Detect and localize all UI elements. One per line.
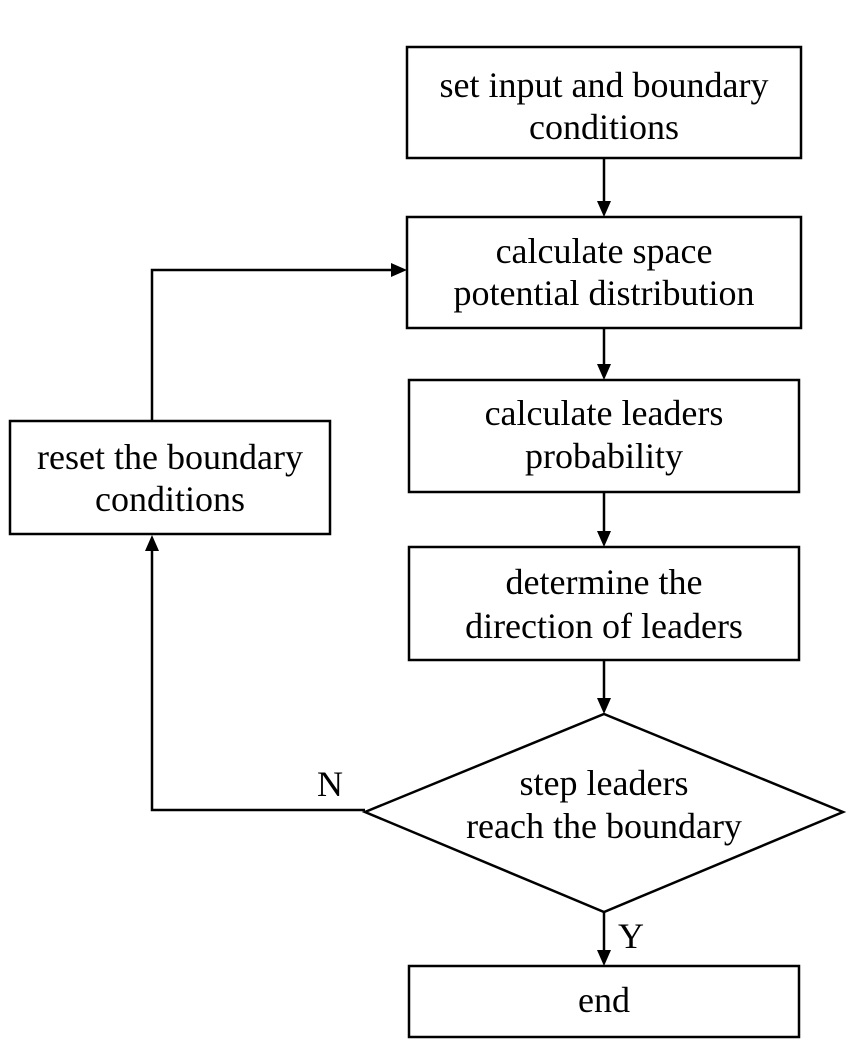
node-end-box — [407, 964, 801, 1039]
node-calc-potential-box — [405, 215, 803, 330]
node-calc-probability-line2: probability — [525, 436, 683, 476]
connector-determine-direction-to-decision — [597, 660, 611, 714]
node-end-label: end — [578, 980, 630, 1020]
node-determine-direction-line2: direction of leaders — [465, 606, 743, 646]
node-determine-direction-line1: determine the — [506, 562, 703, 602]
node-set-input-line2: conditions — [529, 107, 679, 147]
node-decision: step leaders reach the boundary — [361, 712, 847, 914]
connector-decision-no-to-reset-boundary — [145, 535, 365, 812]
connector-reset-boundary-to-calc-potential — [150, 263, 407, 421]
branch-label-no: N — [317, 764, 343, 804]
node-determine-direction-box — [407, 545, 801, 662]
arrowhead — [597, 698, 611, 714]
node-calc-potential: calculate space potential distribution — [405, 215, 803, 330]
connector-decision-yes-to-end — [597, 912, 611, 966]
arrowhead — [391, 263, 407, 277]
node-decision-line1: step leaders — [520, 763, 689, 803]
node-determine-direction: determine the direction of leaders — [407, 545, 801, 662]
node-calc-potential-line1: calculate space — [496, 231, 713, 271]
node-set-input-box — [405, 45, 803, 160]
node-calc-potential-line2: potential distribution — [454, 273, 755, 313]
node-set-input: set input and boundary conditions — [405, 45, 803, 160]
node-reset-boundary-line2: conditions — [95, 479, 245, 519]
arrowhead — [597, 364, 611, 380]
connector-calc-probability-to-determine-direction — [597, 492, 611, 547]
branch-label-yes: Y — [618, 916, 644, 956]
node-calc-probability-line1: calculate leaders — [485, 393, 724, 433]
arrowhead — [597, 531, 611, 547]
arrowhead — [597, 201, 611, 217]
node-set-input-line1: set input and boundary — [440, 65, 769, 105]
node-reset-boundary: reset the boundary conditions — [8, 419, 332, 536]
node-end: end — [407, 964, 801, 1039]
node-decision-line2: reach the boundary — [466, 806, 742, 846]
connector-set-input-to-calc-potential — [597, 158, 611, 217]
arrowhead — [145, 535, 159, 551]
node-reset-boundary-line1: reset the boundary — [37, 437, 303, 477]
node-reset-boundary-box — [8, 419, 332, 536]
node-calc-probability: calculate leaders probability — [407, 378, 801, 494]
connector-calc-potential-to-calc-probability — [597, 328, 611, 380]
arrowhead — [597, 950, 611, 966]
